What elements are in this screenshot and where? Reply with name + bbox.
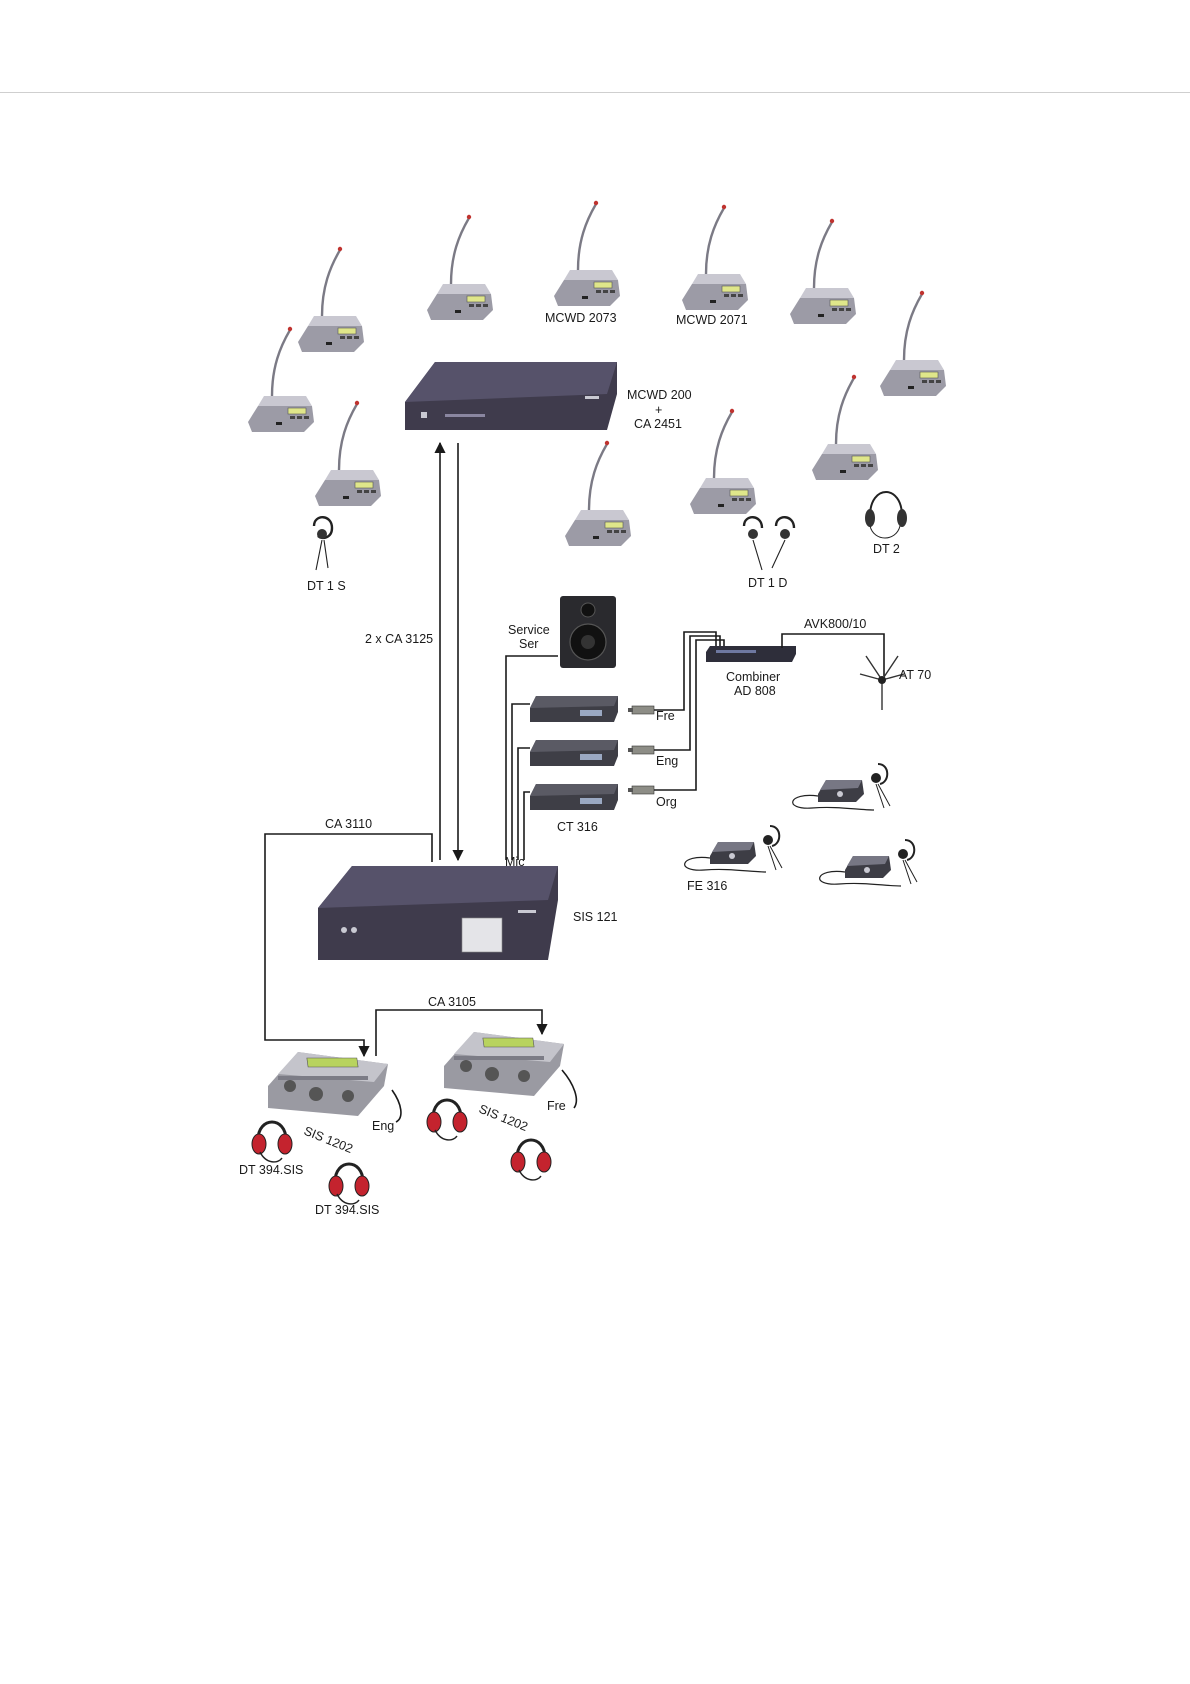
- conference-mic-unit-mcwd2071: [682, 205, 748, 310]
- label-sis1202-a: SIS 1202: [302, 1124, 355, 1156]
- conference-mic-unit: [315, 401, 381, 506]
- label-avk: AVK800/10: [804, 617, 866, 631]
- label-service: Service: [508, 623, 550, 637]
- label-eng: Eng: [656, 754, 678, 768]
- conference-mic-unit: [790, 219, 856, 324]
- conference-mic-unit: [880, 291, 946, 396]
- conference-mic-unit: [812, 375, 878, 480]
- conference-mic-unit: [427, 215, 493, 320]
- label-combiner: Combiner: [726, 670, 780, 684]
- conference-mic-unit-mcwd2073: [554, 201, 620, 306]
- dt2-headphones-icon: [865, 492, 907, 538]
- connector-plug-icon: [628, 746, 654, 754]
- label-ca3125: 2 x CA 3125: [365, 632, 433, 646]
- label-dt2: DT 2: [873, 542, 900, 556]
- dt1d-earphones-icon: [744, 517, 794, 570]
- label-ca3110: CA 3110: [325, 817, 372, 831]
- label-org: Org: [656, 795, 677, 809]
- wire-mic-org: [524, 792, 530, 860]
- conference-mic-unit: [690, 409, 756, 514]
- fe316-receiver-icon: [793, 764, 890, 810]
- label-fre: Fre: [656, 709, 675, 723]
- label-dt1s: DT 1 S: [307, 579, 346, 593]
- ct316-transmitter-org: [530, 784, 618, 810]
- label-sis121: SIS 121: [573, 910, 618, 924]
- connector-plug-icon: [628, 706, 654, 714]
- label-ct316: CT 316: [557, 820, 598, 834]
- label-sis1202-b: SIS 1202: [477, 1102, 530, 1134]
- dt394-headset-icon: [329, 1164, 369, 1204]
- label-at70: AT 70: [899, 668, 931, 682]
- sis1202-console-eng: [268, 1052, 388, 1116]
- mcwd200-rack: [405, 362, 617, 430]
- label-mcwd2073: MCWD 2073: [545, 311, 617, 325]
- label-fe316: FE 316: [687, 879, 727, 893]
- connector-plug-icon: [628, 786, 654, 794]
- label-mcwd200: MCWD 200: [627, 388, 692, 402]
- console-cable-eng: [392, 1090, 401, 1122]
- label-mcwd2071: MCWD 2071: [676, 313, 748, 327]
- sis1202-console-fre: [444, 1032, 564, 1096]
- label-ca3105: CA 3105: [428, 995, 476, 1009]
- wire-combiner-antenna: [782, 634, 884, 676]
- combiner-ad808: [706, 646, 796, 662]
- wire-fre-combiner: [654, 632, 716, 710]
- dt394-headset-icon: [511, 1140, 551, 1180]
- dt394-headset-icon: [427, 1100, 467, 1140]
- label-ser: Ser: [519, 637, 538, 651]
- ct316-transmitter-fre: [530, 696, 618, 722]
- label-eng-console: Eng: [372, 1119, 394, 1133]
- dt394-headset-icon: [252, 1122, 292, 1162]
- label-ca2451: CA 2451: [634, 417, 682, 431]
- label-dt394-b: DT 394.SIS: [315, 1203, 379, 1217]
- label-dt1d: DT 1 D: [748, 576, 787, 590]
- wire-mic-fre: [512, 704, 530, 860]
- sis121-rack: [318, 866, 558, 960]
- service-speaker-icon: [560, 596, 616, 668]
- label-dt394-a: DT 394.SIS: [239, 1163, 303, 1177]
- conference-mic-unit: [298, 247, 364, 352]
- label-ad808: AD 808: [734, 684, 776, 698]
- antenna-at70-icon: [860, 656, 904, 710]
- fe316-receiver-icon: [820, 840, 917, 886]
- label-plus: +: [655, 403, 662, 417]
- conference-mic-unit: [565, 441, 631, 546]
- label-fre-console: Fre: [547, 1099, 566, 1113]
- fe316-receiver-icon: [685, 826, 782, 872]
- ct316-transmitter-eng: [530, 740, 618, 766]
- dt1s-earphone-icon: [314, 517, 332, 570]
